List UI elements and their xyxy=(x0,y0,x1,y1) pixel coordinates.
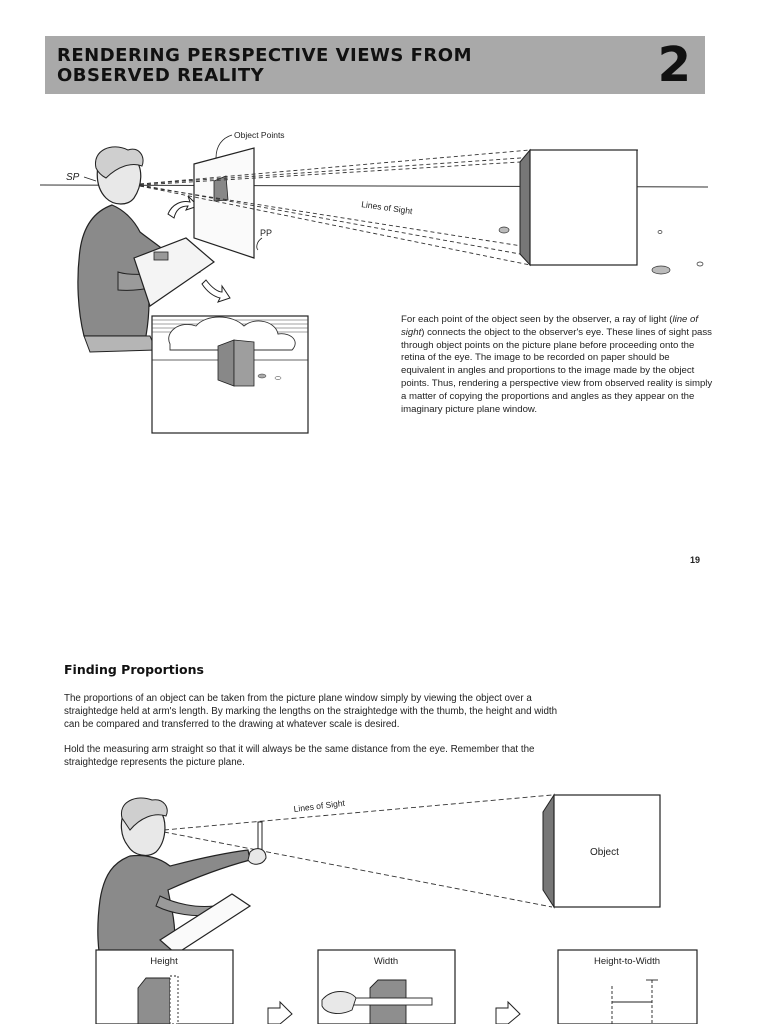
arrow-right-icon xyxy=(267,1000,293,1024)
transfer-arrow-icon xyxy=(201,279,231,303)
drawing-board xyxy=(159,893,252,955)
caption-emphasis: line of sight xyxy=(401,314,699,338)
stone-icon xyxy=(696,261,704,267)
chapter-title-line2: OBSERVED REALITY xyxy=(57,65,265,86)
lines-of-sight xyxy=(163,794,553,908)
leader-line xyxy=(256,237,263,251)
figure-measuring-illustration: Lines of Sight Object Height Width Heigh… xyxy=(95,793,698,1024)
drawn-object-sketch xyxy=(153,251,169,261)
chapter-number: 2 xyxy=(657,37,691,93)
stone-icon xyxy=(651,265,671,275)
panel-label-height-to-width: Height-to-Width xyxy=(594,956,660,967)
stone-icon xyxy=(498,226,510,234)
panel-height-to-width: Height-to-Width xyxy=(557,949,698,1024)
stone-icon xyxy=(657,230,663,234)
caption-text-start: For each point of the object seen by the… xyxy=(401,314,673,325)
figure-picture-plane-illustration: Object Points SP Lines of Sight PP xyxy=(39,130,709,434)
object-points-image xyxy=(213,175,229,202)
object-box xyxy=(542,793,661,909)
inset-drawing xyxy=(151,315,309,434)
chapter-title-line1: RENDERING PERSPECTIVE VIEWS FROM xyxy=(57,45,472,66)
figure-caption: For each point of the object seen by the… xyxy=(401,314,713,416)
panel-height: Height xyxy=(95,949,234,1024)
panel-label-height: Height xyxy=(150,956,178,967)
label-pp: PP xyxy=(260,228,272,238)
panel-width: Width xyxy=(317,949,456,1024)
observer-figure xyxy=(97,797,251,973)
label-lines-of-sight: Lines of Sight xyxy=(293,798,346,814)
section-paragraph-2: Hold the measuring arm straight so that … xyxy=(64,744,535,768)
page-number: 19 xyxy=(690,555,701,565)
hand xyxy=(247,848,267,865)
leader-line xyxy=(215,134,233,159)
chapter-title: RENDERING PERSPECTIVE VIEWS FROM OBSERVE… xyxy=(57,46,617,86)
object-box xyxy=(519,148,638,267)
caption-text-end: ) connects the object to the observer's … xyxy=(401,326,713,415)
label-object: Object xyxy=(590,847,619,858)
section-paragraph-1: The proportions of an object can be take… xyxy=(64,693,558,730)
label-object-points: Object Points xyxy=(234,130,285,140)
panel-label-width: Width xyxy=(374,956,398,967)
chapter-header: RENDERING PERSPECTIVE VIEWS FROM OBSERVE… xyxy=(45,36,705,94)
label-lines-of-sight: Lines of Sight xyxy=(361,199,414,216)
observer-figure xyxy=(77,146,201,353)
arrow-right-icon xyxy=(495,1000,521,1024)
section-heading: Finding Proportions xyxy=(64,662,204,677)
leader-line xyxy=(83,176,97,182)
label-sp: SP xyxy=(66,172,80,183)
transfer-arrow-icon xyxy=(167,195,199,219)
